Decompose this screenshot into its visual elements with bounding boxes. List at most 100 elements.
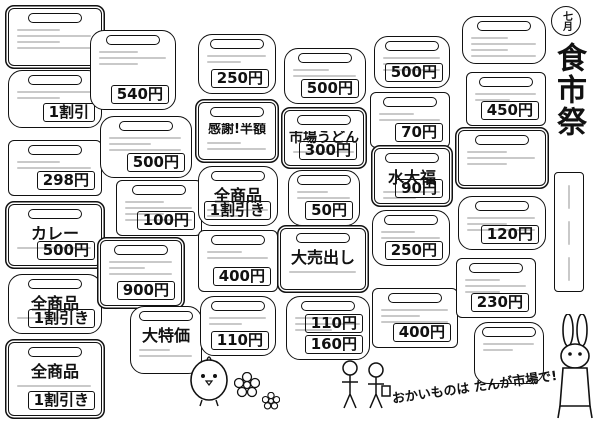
unreadable-text-line — [475, 99, 510, 101]
shop-name-tag — [475, 135, 529, 145]
unreadable-text-line — [207, 148, 266, 150]
unreadable-text-line — [139, 355, 192, 357]
coupon-title: 感謝!半額 — [208, 123, 266, 137]
unreadable-text-line — [207, 142, 241, 144]
unreadable-text-line — [109, 143, 151, 145]
shop-coupon-card-c11: 大特価 — [130, 306, 202, 374]
coupon-title: 全商品 — [30, 295, 79, 313]
unreadable-text-line — [109, 267, 145, 269]
unreadable-text-line — [99, 51, 138, 53]
unreadable-text-line — [293, 75, 356, 77]
flower-icon — [234, 372, 260, 398]
shop-name-tag — [475, 201, 529, 211]
shop-coupon-card-c32 — [474, 322, 544, 384]
shop-name-tag — [211, 301, 265, 311]
unreadable-text-line — [467, 223, 507, 225]
unreadable-text-line — [139, 349, 170, 351]
shop-name-tag — [479, 77, 533, 87]
unreadable-text-line — [467, 229, 535, 231]
shop-coupon-card-c20: 大売出し — [280, 228, 366, 290]
unreadable-text-line — [383, 63, 416, 65]
shop-coupon-card-c23: 70円 — [370, 92, 450, 148]
shop-name-tag — [297, 175, 351, 185]
shop-name-tag — [28, 145, 82, 155]
unreadable-text-line — [99, 57, 166, 59]
shop-coupon-card-c16: 110円 — [200, 296, 276, 356]
unreadable-text-line — [207, 61, 241, 63]
unreadable-text-line — [383, 69, 440, 71]
unreadable-text-line — [125, 219, 192, 221]
shop-coupon-card-c25: 250円 — [372, 210, 450, 266]
unreadable-text-line — [467, 151, 507, 153]
unreadable-text-line — [209, 323, 242, 325]
unreadable-text-line — [471, 49, 508, 51]
unreadable-text-line — [379, 119, 440, 121]
shop-name-tag — [210, 107, 264, 117]
coupon-price: 500円 — [300, 79, 359, 98]
coupon-price: 500円 — [384, 63, 443, 82]
unreadable-text-line — [17, 47, 91, 49]
shop-name-tag — [385, 153, 439, 163]
coupon-price: 70円 — [395, 123, 443, 142]
shop-name-tag — [385, 41, 439, 51]
unreadable-text-line — [109, 149, 181, 151]
unreadable-text-line — [125, 207, 192, 209]
unreadable-text-line — [467, 157, 535, 159]
unreadable-text-line — [467, 163, 507, 165]
shop-name-tag — [298, 53, 352, 63]
shop-coupon-card-c26: 400円 — [372, 288, 458, 348]
shop-coupon-card-c08: 500円 — [100, 116, 192, 178]
unreadable-text-line — [293, 151, 354, 153]
coupon-price: 1割引き — [27, 391, 95, 410]
flower-icon-small — [262, 392, 280, 410]
coupon-price: 1割引 — [42, 103, 95, 122]
coupon-price: 900円 — [116, 281, 175, 300]
shop-name-tag — [296, 233, 350, 243]
shop-coupon-card-c31: 230円 — [456, 258, 536, 318]
shop-name-tag — [297, 115, 351, 125]
coupon-title: 水大福 — [387, 169, 436, 187]
shop-coupon-card-c17: 500円 — [284, 48, 366, 104]
unreadable-text-line — [17, 385, 91, 387]
shop-coupon-card-c09: 100円 — [116, 180, 202, 236]
unreadable-text-line — [207, 257, 268, 259]
unreadable-text-line — [109, 261, 172, 263]
unreadable-text-line — [467, 217, 535, 219]
unreadable-text-line — [383, 57, 440, 59]
coupon-price: 120円 — [480, 225, 539, 244]
coupon-price: 298円 — [36, 171, 95, 190]
unreadable-text-line — [465, 291, 500, 293]
unreadable-text-line — [471, 43, 536, 45]
unreadable-text-line — [381, 321, 448, 323]
unreadable-text-line — [17, 247, 91, 249]
unreadable-text-line — [17, 41, 60, 43]
unreadable-text-line — [475, 93, 536, 95]
coupon-price: 1割引き — [203, 201, 271, 220]
unreadable-text-line — [381, 231, 415, 233]
shop-name-tag — [210, 39, 264, 49]
unreadable-text-line — [109, 137, 181, 139]
shoppers-illustration — [342, 360, 391, 409]
unreadable-text-line — [297, 191, 328, 193]
unreadable-text-line — [383, 197, 416, 199]
unreadable-text-line — [293, 69, 329, 71]
coupon-price: 100円 — [136, 211, 195, 230]
unreadable-text-line — [17, 317, 60, 319]
unreadable-text-line — [125, 201, 164, 203]
shop-name-tag — [211, 235, 265, 245]
shop-name-tag — [384, 215, 438, 225]
unreadable-text-line — [471, 37, 508, 39]
unreadable-text-line — [17, 91, 91, 93]
unreadable-text-line — [295, 323, 360, 325]
unreadable-text-line — [209, 317, 266, 319]
shop-name-tag — [482, 327, 536, 337]
unreadable-text-line — [295, 317, 332, 319]
shop-name-tag — [477, 21, 531, 31]
coupon-price: 230円 — [470, 293, 529, 312]
shop-name-tag — [139, 311, 193, 321]
